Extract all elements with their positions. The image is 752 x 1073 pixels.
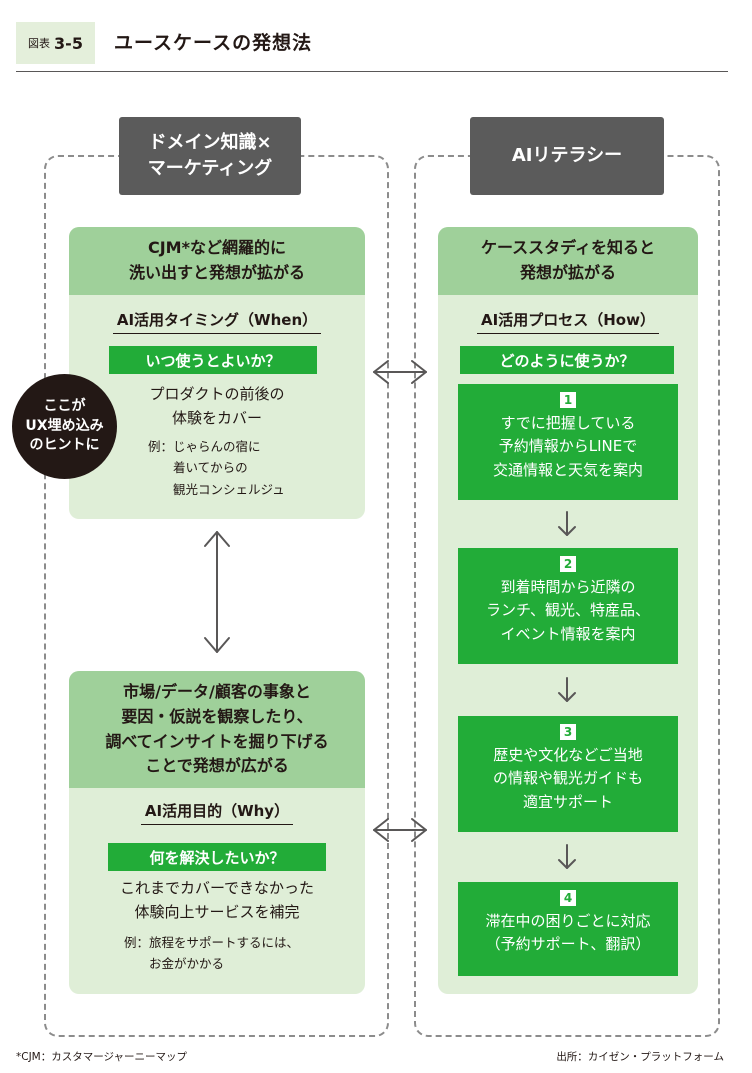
why-question: 何を解決したいか？ (108, 843, 326, 871)
step-text: 滞在中の困りごとに対応 （予約サポート、翻訳） (485, 912, 651, 954)
why-subtitle-text: AI活用目的（Why） (140, 800, 294, 825)
double-arrow-vertical (204, 531, 230, 653)
down-arrow-1 (558, 511, 576, 536)
step-text: 歴史や文化などご当地 の情報や観光ガイドも 適宜サポート (492, 746, 643, 811)
down-arrow-3 (558, 844, 576, 869)
when-example: 例：じゃらんの宿に 着いてからの 観光コンシェルジュ (148, 439, 285, 497)
when-panel-heading: CJM*など網羅的に 洗い出すと発想が拡がる (69, 227, 365, 295)
step-number: 2 (560, 556, 576, 572)
how-question: どのように使うか？ (460, 346, 674, 374)
figure-label: 図表 3-5 (16, 22, 95, 64)
double-arrow-horizontal-top (373, 360, 427, 384)
step-number: 3 (560, 724, 576, 740)
when-body: プロダクトの前後の 体験をカバー (149, 385, 285, 427)
process-step-1: 1 すでに把握している 予約情報からLINEで 交通情報と天気を案内 (458, 384, 678, 500)
how-subtitle-text: AI活用プロセス（How） (477, 309, 659, 334)
figure-title: ユースケースの発想法 (114, 32, 313, 54)
process-step-2: 2 到着時間から近隣の ランチ、観光、特産品、 イベント情報を案内 (458, 548, 678, 664)
figure-number: 3-5 (54, 33, 83, 53)
why-body: これまでカバーできなかった 体験向上サービスを補完 (119, 879, 315, 921)
why-panel-heading: 市場/データ/顧客の事象と 要因・仮説を観察したり、 調べてインサイトを掘り下げ… (69, 671, 365, 788)
figure-label-prefix: 図表 (28, 37, 51, 50)
process-step-4: 4 滞在中の困りごとに対応 （予約サポート、翻訳） (458, 882, 678, 976)
step-text: 到着時間から近隣の ランチ、観光、特産品、 イベント情報を案内 (485, 578, 651, 643)
why-panel: 市場/データ/顧客の事象と 要因・仮説を観察したり、 調べてインサイトを掘り下げ… (69, 671, 365, 994)
title-rule (16, 71, 728, 72)
ux-hint-callout: ここが UX埋め込み のヒントに (12, 374, 117, 479)
step-number: 4 (560, 890, 576, 906)
source-credit: 出所：カイゼン・プラットフォーム (556, 1051, 724, 1063)
process-step-3: 3 歴史や文化などご当地 の情報や観光ガイドも 適宜サポート (458, 716, 678, 832)
step-number: 1 (560, 392, 576, 408)
when-subtitle: AI活用タイミング（When） (69, 309, 365, 334)
when-subtitle-text: AI活用タイミング（When） (112, 309, 322, 334)
how-panel-heading: ケーススタディを知ると 発想が拡がる (438, 227, 698, 295)
left-column-header: ドメイン知識× マーケティング (119, 117, 301, 195)
double-arrow-horizontal-bottom (373, 818, 427, 842)
down-arrow-2 (558, 677, 576, 702)
why-example: 例：旅程をサポートするには、 お金がかかる (124, 935, 300, 972)
why-subtitle: AI活用目的（Why） (69, 800, 365, 825)
footnote: *CJM：カスタマージャーニーマップ (16, 1051, 188, 1063)
when-question: いつ使うとよいか？ (109, 346, 317, 374)
step-text: すでに把握している 予約情報からLINEで 交通情報と天気を案内 (492, 414, 643, 479)
right-column-header: AIリテラシー (470, 117, 664, 195)
how-subtitle: AI活用プロセス（How） (438, 309, 698, 334)
